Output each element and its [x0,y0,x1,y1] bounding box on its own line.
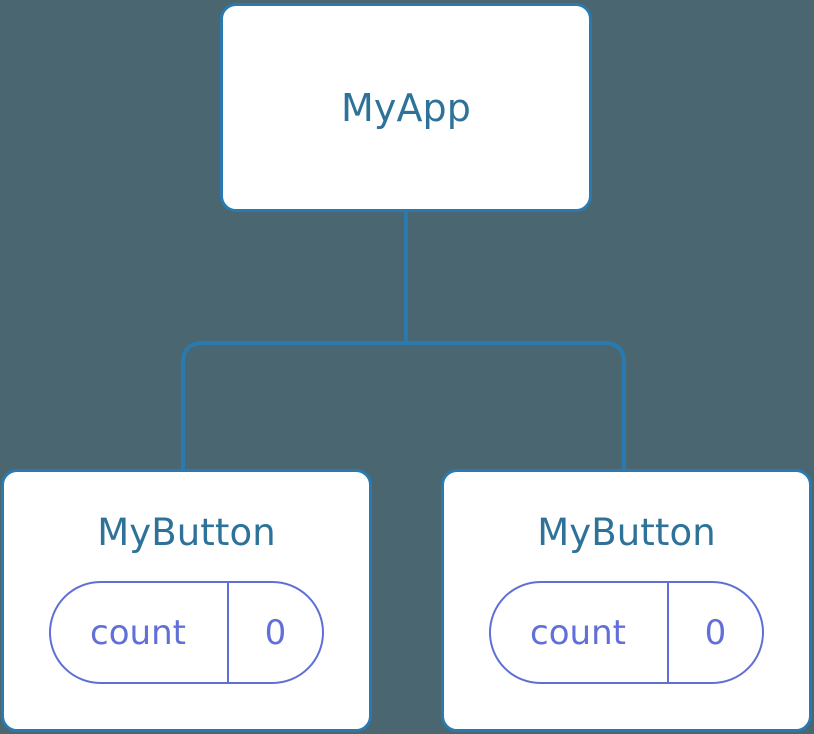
node-mybutton-1[interactable]: MyButton count 0 [1,469,372,732]
node-mybutton-2[interactable]: MyButton count 0 [441,469,812,732]
state-value: 0 [667,583,762,682]
connector-branch-right [406,341,626,471]
node-myapp[interactable]: MyApp [220,3,592,212]
state-key: count [530,612,626,653]
connector-branch-left [181,341,406,471]
state-pill[interactable]: count 0 [489,581,764,684]
node-title: MyApp [340,85,471,130]
state-value: 0 [227,583,322,682]
state-pill[interactable]: count 0 [49,581,324,684]
node-title: MyButton [97,511,276,554]
state-key: count [90,612,186,653]
node-title: MyButton [537,511,716,554]
